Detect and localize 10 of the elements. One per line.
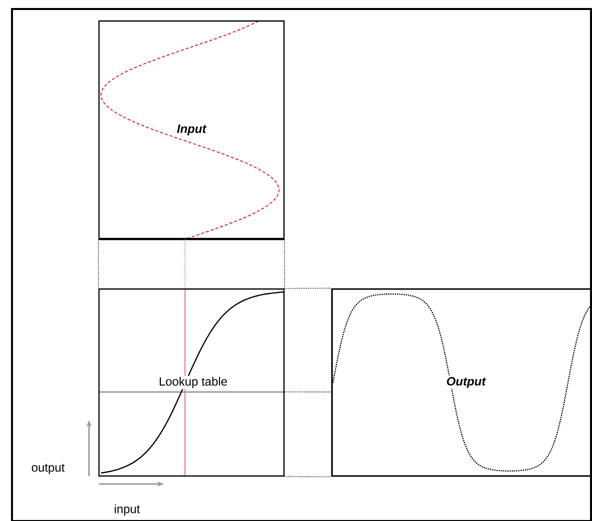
projection-line xyxy=(284,239,285,289)
panel: Input xyxy=(98,20,285,240)
axis-label: input xyxy=(114,504,140,516)
panel: Lookup table xyxy=(98,288,285,477)
projection-line xyxy=(184,240,186,288)
panel: Output xyxy=(331,288,592,477)
axis-label: output xyxy=(32,464,65,474)
projection-line xyxy=(284,476,332,478)
projection-line xyxy=(284,288,332,289)
projection-line xyxy=(98,239,99,289)
